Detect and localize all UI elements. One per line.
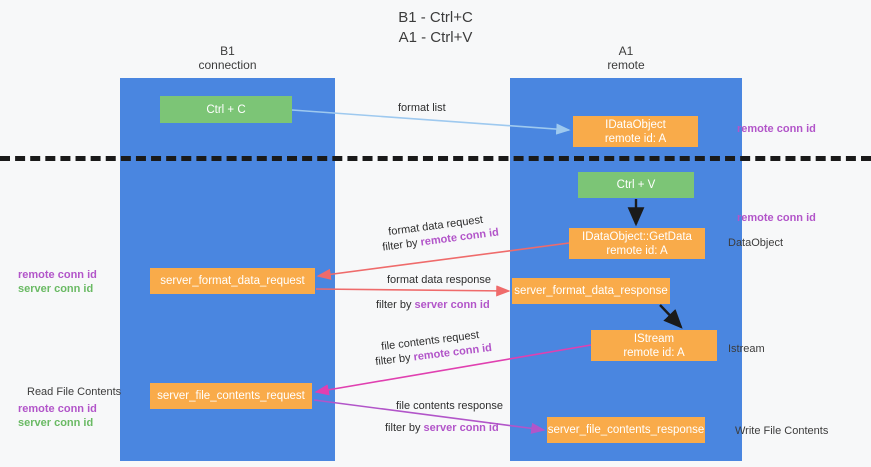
annotation-left-conn-ids-bot: remote conn id server conn id: [18, 402, 97, 430]
annotation-remote-conn-id-mid: remote conn id: [737, 212, 816, 224]
lane-b1-role: connection: [198, 58, 257, 72]
edge-label-format-data-response-filter: filter by server conn id: [376, 298, 490, 313]
annotation-left-server-conn-id-mid: server conn id: [18, 283, 94, 295]
annotation-remote-conn-id-top: remote conn id: [737, 123, 816, 135]
node-ctrl-c-label: Ctrl + C: [206, 103, 246, 116]
annotation-left-remote-conn-id-bot: remote conn id: [18, 403, 97, 415]
filter-key-server-conn-id: server conn id: [414, 299, 490, 311]
phase-divider: [0, 156, 871, 161]
node-server-format-data-response-label: server_format_data_response: [514, 285, 668, 297]
filter-key-server-conn-id: server conn id: [423, 422, 499, 434]
annotation-dataobject: DataObject: [728, 237, 784, 249]
lane-header-a1: A1 remote: [510, 44, 742, 72]
node-getdata[interactable]: IDataObject::GetData remote id: A: [569, 228, 705, 259]
annotation-write-file-contents: Write File Contents: [735, 425, 829, 437]
lane-header-b1: B1 connection: [120, 44, 335, 72]
node-istream-label: IStream: [633, 332, 675, 345]
node-ctrl-v[interactable]: Ctrl + V: [578, 172, 694, 198]
node-idataobject-sub: remote id: A: [604, 132, 667, 145]
edge-label-file-contents-response-filter: filter by server conn id: [385, 421, 499, 436]
annotation-read-file-contents: Read File Contents: [27, 386, 122, 398]
lane-a1-role: remote: [607, 58, 645, 72]
node-server-file-contents-response-label: server_file_contents_response: [547, 424, 705, 436]
node-getdata-sub: remote id: A: [606, 244, 668, 257]
node-server-format-data-request[interactable]: server_format_data_request: [150, 268, 315, 294]
node-server-format-data-request-label: server_format_data_request: [160, 275, 305, 287]
node-ctrl-c[interactable]: Ctrl + C: [160, 96, 292, 123]
filter-prefix: filter by: [376, 299, 415, 311]
node-istream[interactable]: IStream remote id: A: [591, 330, 717, 361]
edge-label-format-data-response: format data response: [387, 274, 491, 286]
filter-prefix: filter by: [374, 351, 415, 369]
node-server-file-contents-request[interactable]: server_file_contents_request: [150, 383, 312, 409]
filter-prefix: filter by: [385, 422, 424, 434]
node-istream-sub: remote id: A: [623, 346, 685, 359]
node-server-file-contents-request-label: server_file_contents_request: [157, 390, 305, 402]
annotation-istream: Istream: [728, 343, 765, 355]
edge-label-file-contents-response: file contents response: [396, 400, 504, 412]
annotation-left-server-conn-id-bot: server conn id: [18, 417, 94, 429]
node-getdata-label: IDataObject::GetData: [582, 230, 692, 243]
page-title: B1 - Ctrl+C A1 - Ctrl+V: [0, 8, 871, 48]
lane-b1-name: B1: [220, 44, 235, 58]
node-ctrl-v-label: Ctrl + V: [616, 179, 656, 191]
title-line-1: B1 - Ctrl+C: [398, 9, 473, 26]
node-server-format-data-response[interactable]: server_format_data_response: [512, 278, 670, 304]
arrow-format-data-response: [315, 285, 511, 297]
annotation-left-conn-ids-mid: remote conn id server conn id: [18, 268, 97, 296]
filter-prefix: filter by: [381, 236, 422, 254]
node-idataobject-label: IDataObject: [605, 118, 666, 131]
lane-a1-name: A1: [618, 44, 634, 58]
title-line-2: A1 - Ctrl+V: [398, 29, 473, 46]
edge-label-format-list: format list: [398, 102, 446, 114]
node-idataobject[interactable]: IDataObject remote id: A: [573, 116, 698, 147]
node-server-file-contents-response[interactable]: server_file_contents_response: [547, 417, 705, 443]
annotation-left-remote-conn-id-mid: remote conn id: [18, 269, 97, 281]
